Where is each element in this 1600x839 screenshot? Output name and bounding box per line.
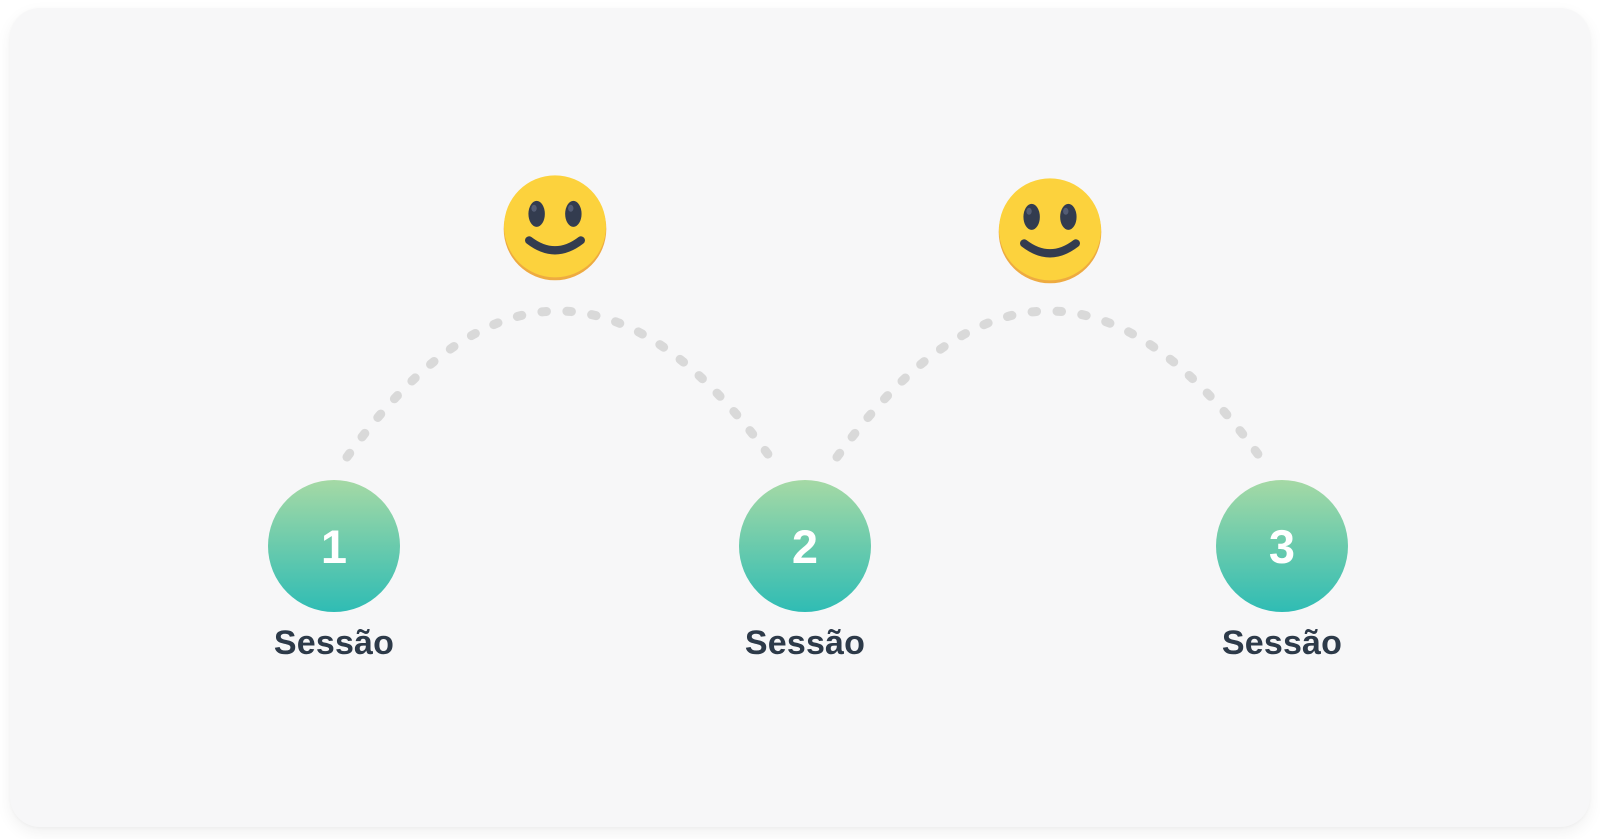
step-number-3: 3 — [1268, 519, 1296, 573]
step-circle-1: 1 — [268, 480, 400, 612]
step-label-3: Sessão — [1221, 624, 1343, 662]
step-number-1: 1 — [320, 519, 348, 573]
smiling-face-emoji-icon — [501, 175, 609, 283]
diagram-card: 1 Sessão 2 Sessão 3 Sessão — [10, 8, 1590, 827]
smiling-face-emoji-icon — [996, 178, 1104, 286]
step-label-2: Sessão — [744, 624, 866, 662]
dashed-arc-connectors — [342, 306, 1265, 462]
step-circle-2: 2 — [739, 480, 871, 612]
arc-connector-2 — [832, 306, 1265, 462]
step-circle-3: 3 — [1216, 480, 1348, 612]
step-number-2: 2 — [791, 519, 819, 573]
arc-connector-1 — [342, 306, 775, 462]
step-label-1: Sessão — [273, 624, 395, 662]
